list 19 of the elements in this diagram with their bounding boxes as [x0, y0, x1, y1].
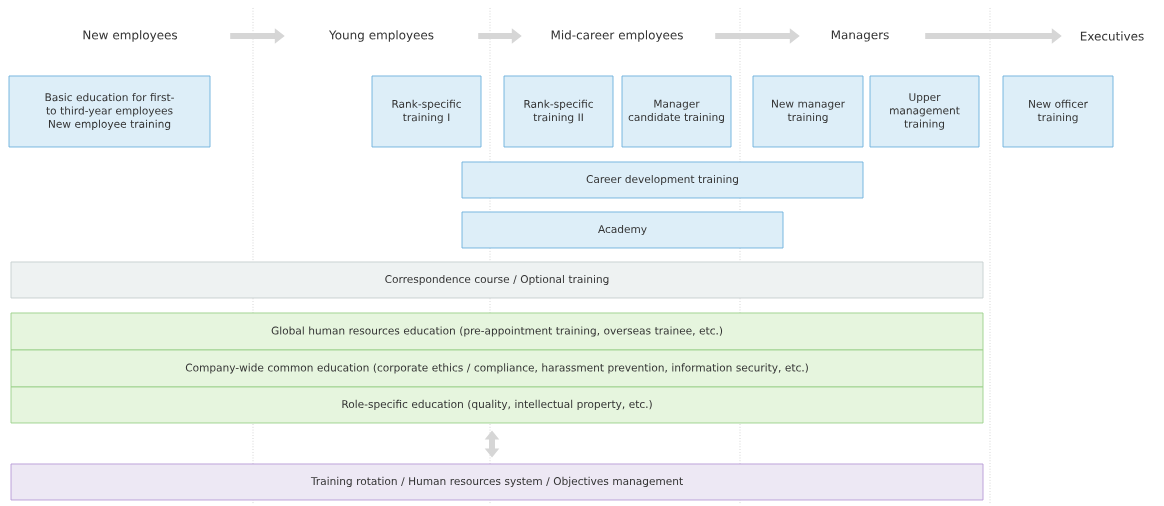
training-box: Rank-specific training II: [503, 75, 614, 148]
training-box: Manager candidate training: [621, 75, 732, 148]
stage-heading: Young employees: [329, 30, 434, 42]
training-band: Global human resources education (pre-appointment training, overseas trainee, etc.): [10, 312, 984, 351]
training-box: Basic education for first- to third-year employees New employee training: [8, 75, 211, 148]
training-band: Training rotation / Human resources system / Objectives management: [10, 463, 984, 501]
training-box: New manager training: [752, 75, 864, 148]
training-band: Role-specific education (quality, intellectual property, etc.): [10, 386, 984, 424]
training-box: Rank-specific training I: [371, 75, 482, 148]
training-band: Company-wide common education (corporate ethics / compliance, harassment prevention, information security, etc.): [10, 349, 984, 388]
stage-heading: New employees: [83, 30, 178, 42]
training-box: Career development training: [461, 161, 864, 199]
training-box: Upper management training: [869, 75, 980, 148]
training-band: Correspondence course / Optional training: [10, 261, 984, 299]
stage-heading: Managers: [831, 30, 889, 42]
stage-heading: Executives: [1080, 31, 1144, 41]
training-box: New officer training: [1002, 75, 1114, 148]
training-box: Academy: [461, 211, 784, 249]
stage-heading: Mid-career employees: [551, 30, 683, 42]
